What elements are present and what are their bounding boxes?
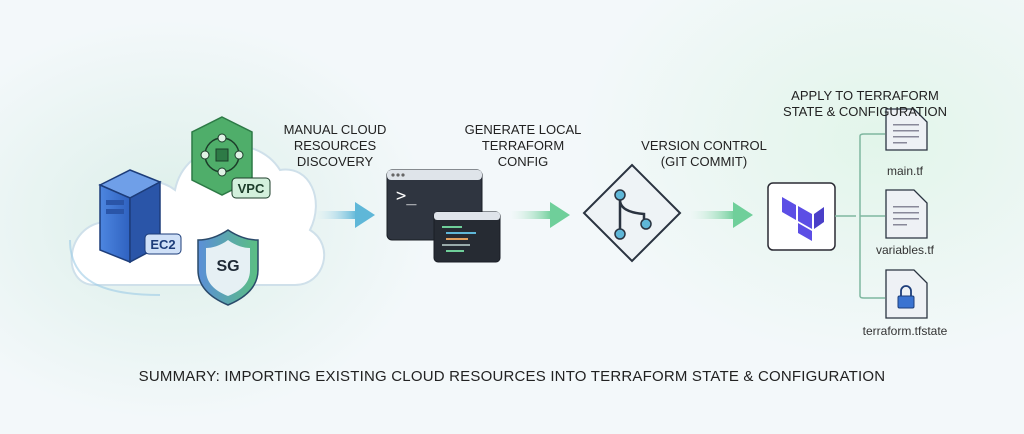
file-label-tfstate: terraform.tfstate (862, 324, 948, 338)
arrow-2 (510, 202, 570, 228)
connector-bracket (835, 133, 885, 299)
file-icon-main (885, 108, 928, 151)
ec2-label: EC2 (150, 237, 176, 252)
vpc-label: VPC (237, 181, 265, 196)
arrow-3 (690, 202, 753, 228)
step-version-control-label: VERSION CONTROL(GIT COMMIT) (641, 138, 767, 169)
summary-caption: SUMMARY: IMPORTING EXISTING CLOUD RESOUR… (138, 368, 886, 385)
vpc-badge (231, 177, 271, 199)
sg-label: SG (216, 258, 240, 275)
file-icon-variables (885, 189, 928, 239)
file-label-main: main.tf (886, 164, 924, 178)
code-editor-window-icon (433, 211, 501, 263)
git-icon (582, 163, 682, 263)
vpc-network-icon (191, 116, 253, 196)
terraform-logo-icon (767, 182, 836, 251)
terminal-prompt: >_ (396, 186, 417, 206)
lock-icon (900, 285, 912, 296)
arrow-1 (315, 202, 375, 228)
file-icon-tfstate (885, 269, 928, 319)
ec2-badge (144, 233, 182, 255)
file-label-variables: variables.tf (875, 243, 935, 257)
